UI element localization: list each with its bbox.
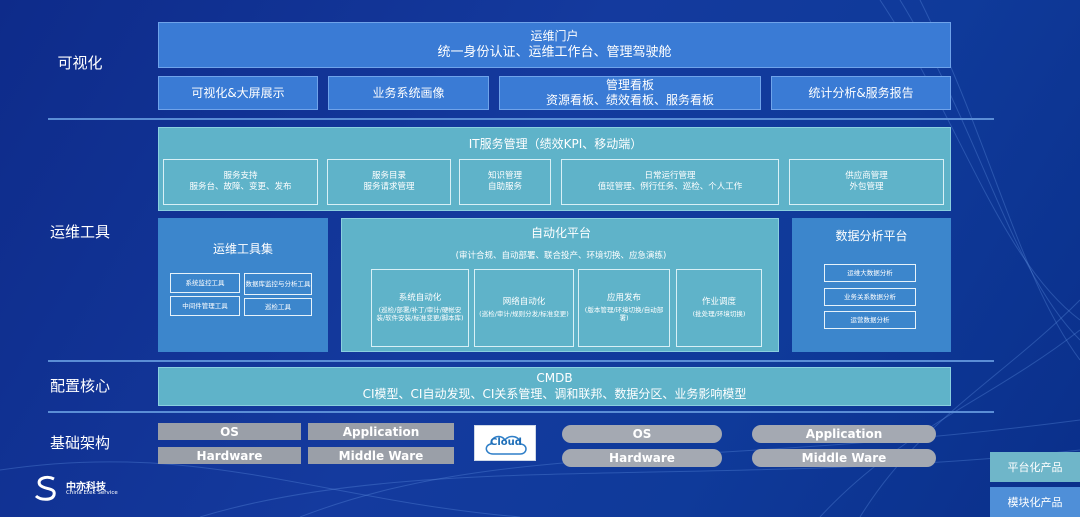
- infra-middleware: Middle Ware: [308, 447, 454, 464]
- itsm-item-service-support: 服务支持 服务台、故障、变更、发布: [163, 159, 318, 205]
- automation-panel: 自动化平台 (审计合规、自动部署、联合投产、环境切换、应急演练) 系统自动化 (…: [341, 218, 779, 352]
- legend-platform-product: 平台化产品: [990, 452, 1080, 482]
- tool-inspection: 巡检工具: [244, 298, 312, 316]
- itsm-item-service-catalog: 服务目录 服务请求管理: [327, 159, 451, 205]
- visual-box-dashboard: 管理看板 资源看板、绩效看板、服务看板: [499, 76, 761, 110]
- analytics-item-bigdata: 运维大数据分析: [824, 264, 916, 282]
- automation-item-sub: (批处理/环境切换): [692, 309, 746, 318]
- automation-item-release: 应用发布 (版本管理/环境切换/自动部署): [578, 269, 670, 347]
- separator-line: [48, 118, 994, 120]
- itsm-panel: IT服务管理（绩效KPI、移动端） 服务支持 服务台、故障、变更、发布 服务目录…: [158, 127, 951, 211]
- visual-box-statistics: 统计分析&服务报告: [771, 76, 951, 110]
- cmdb-box: CMDB CI模型、CI自动发现、CI关系管理、调和联邦、数据分区、业务影响模型: [158, 367, 951, 406]
- automation-item-title: 系统自动化: [398, 292, 442, 303]
- logo-en: China Etek Service: [66, 490, 118, 496]
- visual-box-title: 统计分析&服务报告: [808, 85, 914, 100]
- analytics-item-business: 业务关系数据分析: [824, 288, 916, 306]
- ops-portal-box: 运维门户 统一身份认证、运维工作台、管理驾驶舱: [158, 22, 951, 68]
- analytics-item-label: 运营数据分析: [850, 316, 890, 324]
- cloud-label: Cloud: [490, 437, 522, 448]
- itsm-item-title: 日常运行管理: [644, 171, 696, 181]
- itsm-item-title: 供应商管理: [845, 171, 888, 181]
- row-label-visual: 可视化: [57, 54, 103, 72]
- itsm-item-supplier: 供应商管理 外包管理: [789, 159, 944, 205]
- automation-item-title: 作业调度: [701, 296, 736, 307]
- automation-item-network: 网络自动化 (巡检/审计/规则分发/标准变更): [474, 269, 574, 347]
- tool-label: 系统监控工具: [185, 279, 225, 287]
- automation-item-title: 应用发布: [606, 292, 641, 303]
- infra-application-blurred: Application: [752, 425, 936, 443]
- automation-sub: (审计合规、自动部署、联合投产、环境切换、应急演练): [455, 251, 667, 261]
- automation-item-system: 系统自动化 (巡检/部署/补丁/审计/硬帐安装/软件安装/标准变更/脚本库): [371, 269, 469, 347]
- tool-label: 中间件管理工具: [182, 302, 228, 310]
- cmdb-title: CMDB: [536, 371, 573, 385]
- automation-item-scheduling: 作业调度 (批处理/环境切换): [676, 269, 762, 347]
- tool-label: 巡检工具: [265, 303, 291, 311]
- itsm-item-sub: 自助服务: [487, 182, 522, 192]
- infra-application: Application: [308, 423, 454, 440]
- portal-title: 运维门户: [530, 29, 579, 43]
- infra-hardware: Hardware: [158, 447, 301, 464]
- itsm-item-title: 服务目录: [371, 171, 406, 181]
- tool-system-monitor: 系统监控工具: [170, 273, 240, 293]
- automation-item-sub: (巡检/部署/补丁/审计/硬帐安装/软件安装/标准变更/脚本库): [376, 305, 464, 322]
- data-analytics-panel: 数据分析平台 运维大数据分析 业务关系数据分析 运营数据分析: [792, 218, 951, 352]
- tool-label: 数据库监控与分析工具: [245, 280, 311, 288]
- itsm-title: IT服务管理（绩效KPI、移动端）: [468, 137, 643, 151]
- row-label-ops-tools: 运维工具: [49, 223, 110, 241]
- tool-db-monitor: 数据库监控与分析工具: [244, 273, 312, 295]
- itsm-item-sub: 服务台、故障、变更、发布: [189, 182, 292, 192]
- separator-line: [48, 411, 994, 413]
- automation-title: 自动化平台: [530, 226, 591, 240]
- analytics-item-label: 业务关系数据分析: [844, 293, 896, 301]
- itsm-item-daily-ops: 日常运行管理 值班管理、例行任务、巡检、个人工作: [561, 159, 779, 205]
- portal-subtitle: 统一身份认证、运维工作台、管理驾驶舱: [437, 45, 672, 60]
- toolset-title: 运维工具集: [212, 242, 273, 256]
- itsm-item-title: 知识管理: [487, 171, 522, 181]
- visual-box-bigscreen: 可视化&大屏展示: [158, 76, 318, 110]
- infra-os: OS: [158, 423, 301, 440]
- analytics-title: 数据分析平台: [835, 229, 908, 243]
- itsm-item-knowledge: 知识管理 自助服务: [459, 159, 551, 205]
- itsm-item-sub: 值班管理、例行任务、巡检、个人工作: [597, 182, 743, 192]
- visual-box-title: 业务系统画像: [372, 85, 445, 100]
- infra-middleware-blurred: Middle Ware: [752, 449, 936, 467]
- company-logo: 中亦科技 China Etek Service: [32, 473, 142, 503]
- automation-item-sub: (巡检/审计/规则分发/标准变更): [479, 309, 569, 318]
- visual-box-sub: 资源看板、绩效看板、服务看板: [545, 93, 714, 107]
- row-label-infrastructure: 基础架构: [49, 434, 110, 452]
- tool-middleware: 中间件管理工具: [170, 296, 240, 316]
- infra-hardware-blurred: Hardware: [562, 449, 722, 467]
- visual-box-title: 可视化&大屏展示: [191, 85, 285, 100]
- visual-box-business-profile: 业务系统画像: [328, 76, 489, 110]
- cloud-box: Cloud: [474, 425, 536, 461]
- itsm-item-sub: 外包管理: [849, 182, 884, 192]
- infra-os-blurred: OS: [562, 425, 722, 443]
- automation-item-title: 网络自动化: [502, 296, 546, 307]
- analytics-item-label: 运维大数据分析: [847, 269, 893, 277]
- visual-box-title: 管理看板: [605, 78, 654, 92]
- cmdb-subtitle: CI模型、CI自动发现、CI关系管理、调和联邦、数据分区、业务影响模型: [362, 387, 747, 401]
- legend-module-product: 模块化产品: [990, 487, 1080, 517]
- analytics-item-operations: 运营数据分析: [824, 311, 916, 329]
- ops-toolset-panel: 运维工具集 系统监控工具 数据库监控与分析工具 中间件管理工具 巡检工具: [158, 218, 328, 352]
- logo-mark-icon: [34, 475, 56, 501]
- logo-name: 中亦科技: [66, 482, 106, 493]
- automation-item-sub: (版本管理/环境切换/自动部署): [584, 305, 664, 322]
- separator-line: [48, 360, 994, 362]
- itsm-item-title: 服务支持: [223, 171, 258, 181]
- itsm-item-sub: 服务请求管理: [363, 182, 415, 192]
- row-label-config-core: 配置核心: [49, 377, 110, 395]
- cloud-icon: [485, 435, 527, 455]
